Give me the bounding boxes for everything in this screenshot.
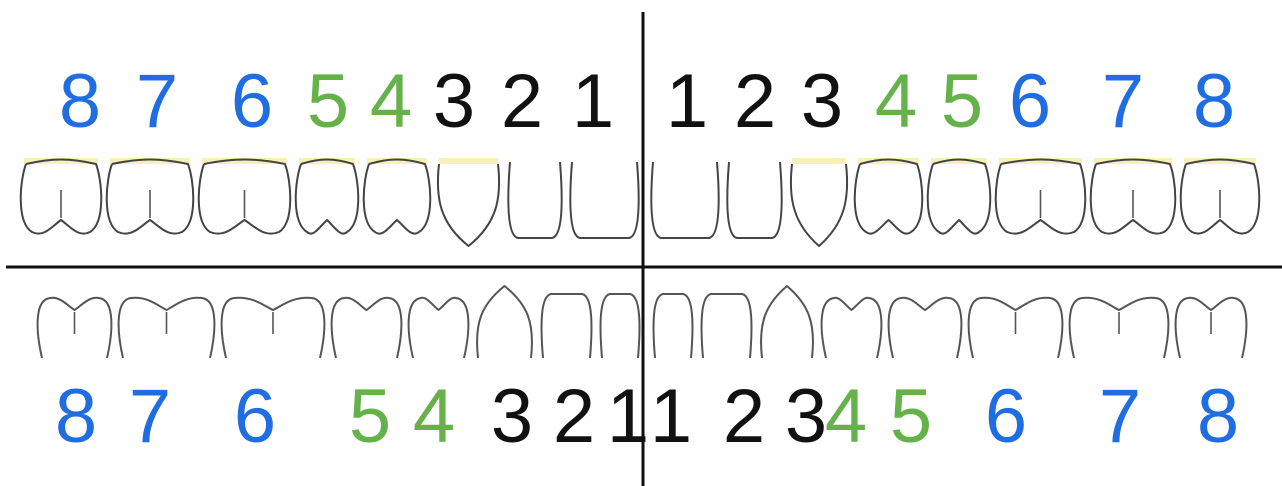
upper-tooth-14 [996,158,1086,234]
lower-tooth-16 [1176,298,1247,358]
lower-tooth-number-5: 4 [413,374,455,459]
upper-tooth-7 [508,162,561,238]
lower-tooth-number-15: 7 [1099,374,1141,459]
lower-tooth-number-7: 2 [553,374,595,459]
lower-tooth-number-6: 3 [491,374,533,459]
lower-tooth-number-2: 7 [129,374,171,459]
lower-tooth-7 [542,294,592,358]
upper-tooth-10 [727,162,781,238]
lower-tooth-5 [409,298,469,358]
lower-tooth-number-9: 1 [650,374,692,459]
lower-tooth-14 [969,298,1063,358]
upper-tooth-number-12: 4 [875,59,917,144]
lower-tooth-number-1: 8 [55,374,97,459]
upper-tooth-16 [1181,158,1260,234]
lower-tooth-number-12: 4 [825,374,867,459]
upper-tooth-number-6: 3 [433,59,475,144]
upper-tooth-8 [570,162,638,238]
upper-tooth-number-16: 8 [1193,59,1235,144]
lower-tooth-8 [601,294,640,358]
lower-tooth-12 [822,298,882,358]
lower-tooth-number-13: 5 [890,374,932,459]
lower-tooth-3 [222,298,325,358]
upper-tooth-number-5: 4 [370,59,412,144]
upper-tooth-number-9: 1 [666,59,708,144]
lower-tooth-15 [1070,298,1169,358]
upper-tooth-number-11: 3 [801,59,843,144]
upper-tooth-number-7: 2 [501,59,543,144]
upper-tooth-12 [855,158,923,234]
lower-tooth-2 [119,298,215,358]
upper-tooth-number-2: 7 [136,59,178,144]
upper-tooth-number-3: 6 [231,59,273,144]
upper-tooth-2 [107,158,194,234]
lower-tooth-number-14: 6 [985,374,1027,459]
upper-teeth-row [21,158,1260,246]
upper-tooth-5 [364,158,431,234]
lower-tooth-6 [477,286,532,358]
upper-tooth-15 [1091,158,1176,234]
upper-tooth-9 [651,162,718,238]
upper-tooth-number-15: 7 [1102,59,1144,144]
upper-tooth-3 [199,158,291,234]
upper-tooth-number-8: 1 [572,59,614,144]
upper-tooth-number-10: 2 [734,59,776,144]
lower-tooth-1 [38,298,112,358]
lower-tooth-4 [332,298,402,358]
upper-tooth-4 [296,158,359,234]
lower-tooth-number-10: 2 [723,374,765,459]
upper-tooth-11 [791,158,847,246]
lower-tooth-10 [702,294,752,358]
upper-tooth-number-4: 5 [307,59,349,144]
upper-tooth-6 [438,158,499,246]
upper-tooth-number-1: 8 [59,59,101,144]
lower-tooth-number-16: 8 [1197,374,1239,459]
lower-tooth-number-4: 5 [349,374,391,459]
lower-tooth-number-11: 3 [785,374,827,459]
lower-tooth-11 [761,286,813,358]
upper-tooth-1 [21,158,102,234]
lower-tooth-number-3: 6 [234,374,276,459]
upper-tooth-number-14: 6 [1009,59,1051,144]
upper-tooth-number-13: 5 [941,59,983,144]
lower-tooth-13 [889,298,962,358]
upper-tooth-13 [928,158,991,234]
lower-tooth-9 [654,294,693,358]
